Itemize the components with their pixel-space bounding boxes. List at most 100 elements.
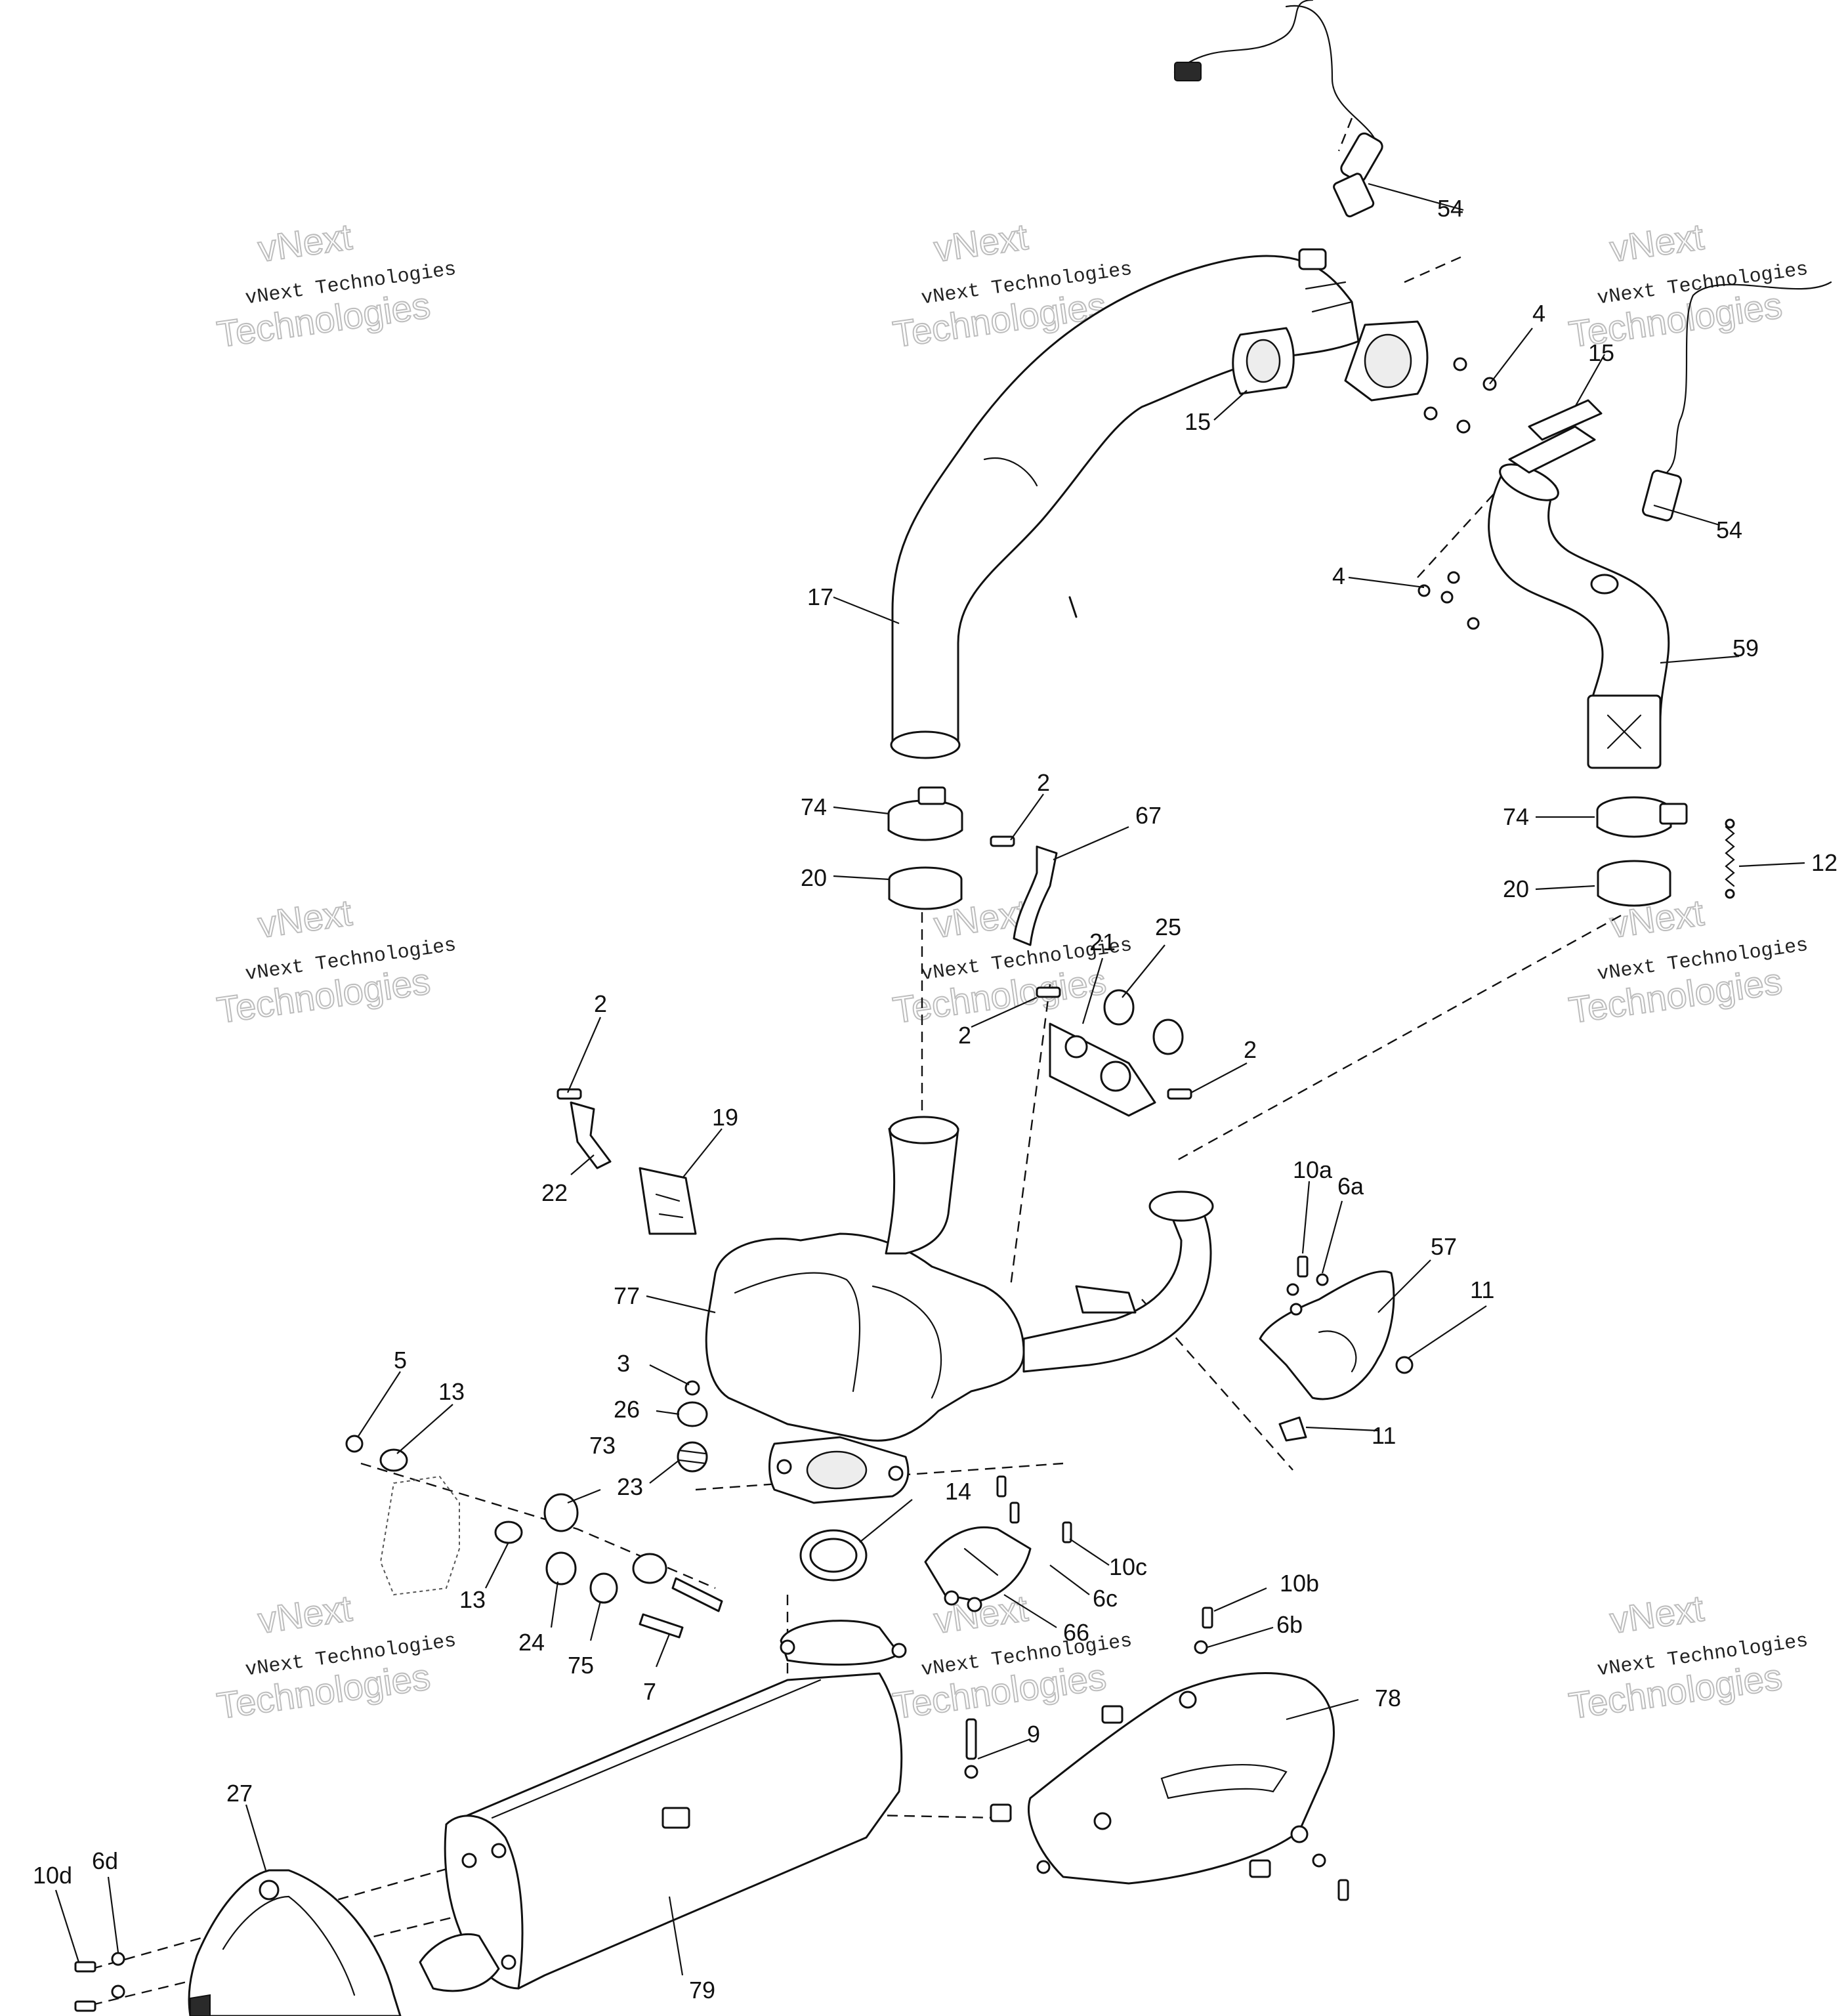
gasket-14 [799, 1529, 868, 1582]
watermark-line-b: vNext [255, 892, 354, 946]
heat-shield-66 [924, 1475, 1072, 1612]
callout-5: 5 [394, 1347, 407, 1374]
watermark-line-b: vNext [1607, 1587, 1706, 1641]
nuts-rear [1418, 571, 1480, 630]
callout-15-front: 15 [1185, 408, 1211, 435]
watermark-7: vNext vNext Technologies Technologies [214, 1587, 458, 1727]
callout-54-front: 54 [1437, 195, 1463, 222]
clamp-front [887, 786, 963, 841]
front-flange [1344, 320, 1429, 402]
callout-74-rear: 74 [1503, 803, 1529, 830]
callout-10a: 10a [1293, 1156, 1333, 1183]
callout-13-bottom: 13 [459, 1586, 486, 1613]
callout-6a: 6a [1337, 1173, 1364, 1200]
watermark-6: vNext vNext Technologies Technologies [1566, 891, 1810, 1032]
watermark-3: vNext vNext Technologies Technologies [1566, 215, 1810, 356]
callout-11-top: 11 [1470, 1276, 1494, 1303]
callout-14: 14 [945, 1478, 971, 1505]
bolt-7 [639, 1577, 723, 1639]
callout-74-front: 74 [801, 793, 827, 820]
callout-6c: 6c [1093, 1585, 1118, 1612]
nuts-front [1423, 357, 1497, 434]
callout-6d: 6d [92, 1847, 118, 1874]
heat-shield-78 [990, 1672, 1349, 1901]
watermark-4: vNext vNext Technologies Technologies [214, 891, 458, 1032]
callout-11-bottom: 11 [1372, 1422, 1396, 1449]
callout-4-mid: 4 [1332, 562, 1345, 589]
callout-57: 57 [1431, 1233, 1457, 1260]
bolt-10b [1194, 1606, 1213, 1654]
nut-11 [1395, 1356, 1414, 1374]
rear-muffler [419, 1672, 903, 1992]
callout-2-bracket21: 2 [958, 1022, 971, 1049]
mount-plate [379, 1475, 460, 1596]
callout-73: 73 [589, 1432, 616, 1459]
callout-78: 78 [1375, 1685, 1401, 1712]
watermark-line-b: vNext [1607, 216, 1706, 270]
callout-67: 67 [1135, 802, 1162, 829]
spring-23 [677, 1441, 708, 1473]
callout-15-rear: 15 [1588, 339, 1614, 366]
rubber-damper-19 [639, 1167, 697, 1235]
callout-labels: 54 54 4 4 15 15 17 59 74 20 74 20 12 2 6… [33, 195, 1838, 2004]
watermark-1: vNext vNext Technologies Technologies [214, 215, 458, 356]
callout-25: 25 [1155, 914, 1181, 940]
callout-26: 26 [614, 1396, 640, 1423]
oxygen-sensor-front [1173, 0, 1383, 218]
watermark-line-b: vNext [255, 1587, 354, 1641]
callout-19: 19 [712, 1104, 738, 1131]
callout-12: 12 [1811, 849, 1838, 876]
callout-23: 23 [617, 1473, 643, 1500]
front-header-pipe [890, 248, 1360, 759]
callout-10d: 10d [33, 1862, 72, 1889]
main-silencer [705, 1116, 1214, 1504]
callout-2-right: 2 [1244, 1036, 1257, 1063]
bracket-21 [1049, 1022, 1156, 1117]
clamp-rear [1596, 796, 1688, 838]
callout-75: 75 [568, 1652, 594, 1679]
bolts-2 [556, 835, 1192, 1100]
callout-77: 77 [614, 1282, 640, 1309]
callout-21: 21 [1089, 929, 1116, 956]
bolt-10a [1286, 1255, 1329, 1316]
callout-2-left: 2 [594, 990, 607, 1017]
callout-24: 24 [518, 1629, 545, 1656]
muffler-clamp [780, 1620, 907, 1666]
grommet-24 [545, 1551, 577, 1586]
callout-22: 22 [541, 1179, 568, 1206]
spacer-75 [589, 1553, 667, 1604]
watermark-line-b: vNext [255, 216, 354, 270]
washer-5 [345, 1435, 364, 1453]
callout-20-front: 20 [801, 864, 827, 891]
hanger-bracket-22 [570, 1101, 612, 1169]
callout-27: 27 [226, 1780, 253, 1807]
rear-header-pipe [1488, 425, 1670, 769]
callout-17: 17 [807, 583, 833, 610]
callout-20-rear: 20 [1503, 875, 1529, 902]
callout-10c: 10c [1109, 1553, 1147, 1580]
washer-26 [677, 1401, 708, 1427]
bushing-25 [1103, 989, 1184, 1055]
bolts-10d [74, 1952, 125, 2012]
grommet-73 [543, 1493, 579, 1532]
watermark-line-b: vNext [931, 216, 1030, 270]
gasket-front [1232, 327, 1295, 395]
callout-13-top: 13 [438, 1378, 465, 1405]
callout-3: 3 [617, 1350, 630, 1377]
bracket-67 [1013, 845, 1058, 946]
heat-shield-57 [1259, 1270, 1395, 1442]
callout-9: 9 [1027, 1721, 1040, 1748]
bolt-9 [964, 1718, 978, 1779]
callout-2-bracket67: 2 [1037, 769, 1050, 796]
callout-4-top: 4 [1532, 300, 1545, 327]
watermark-9: vNext vNext Technologies Technologies [1566, 1587, 1810, 1727]
callout-66: 66 [1063, 1619, 1089, 1646]
callout-10b: 10b [1280, 1570, 1319, 1597]
gasket-rear [1528, 399, 1603, 441]
end-cap [188, 1869, 402, 2016]
callout-59: 59 [1732, 635, 1759, 662]
callout-54-rear: 54 [1716, 516, 1742, 543]
callout-79: 79 [689, 1977, 715, 2004]
oxygen-sensor-rear [1641, 281, 1832, 522]
